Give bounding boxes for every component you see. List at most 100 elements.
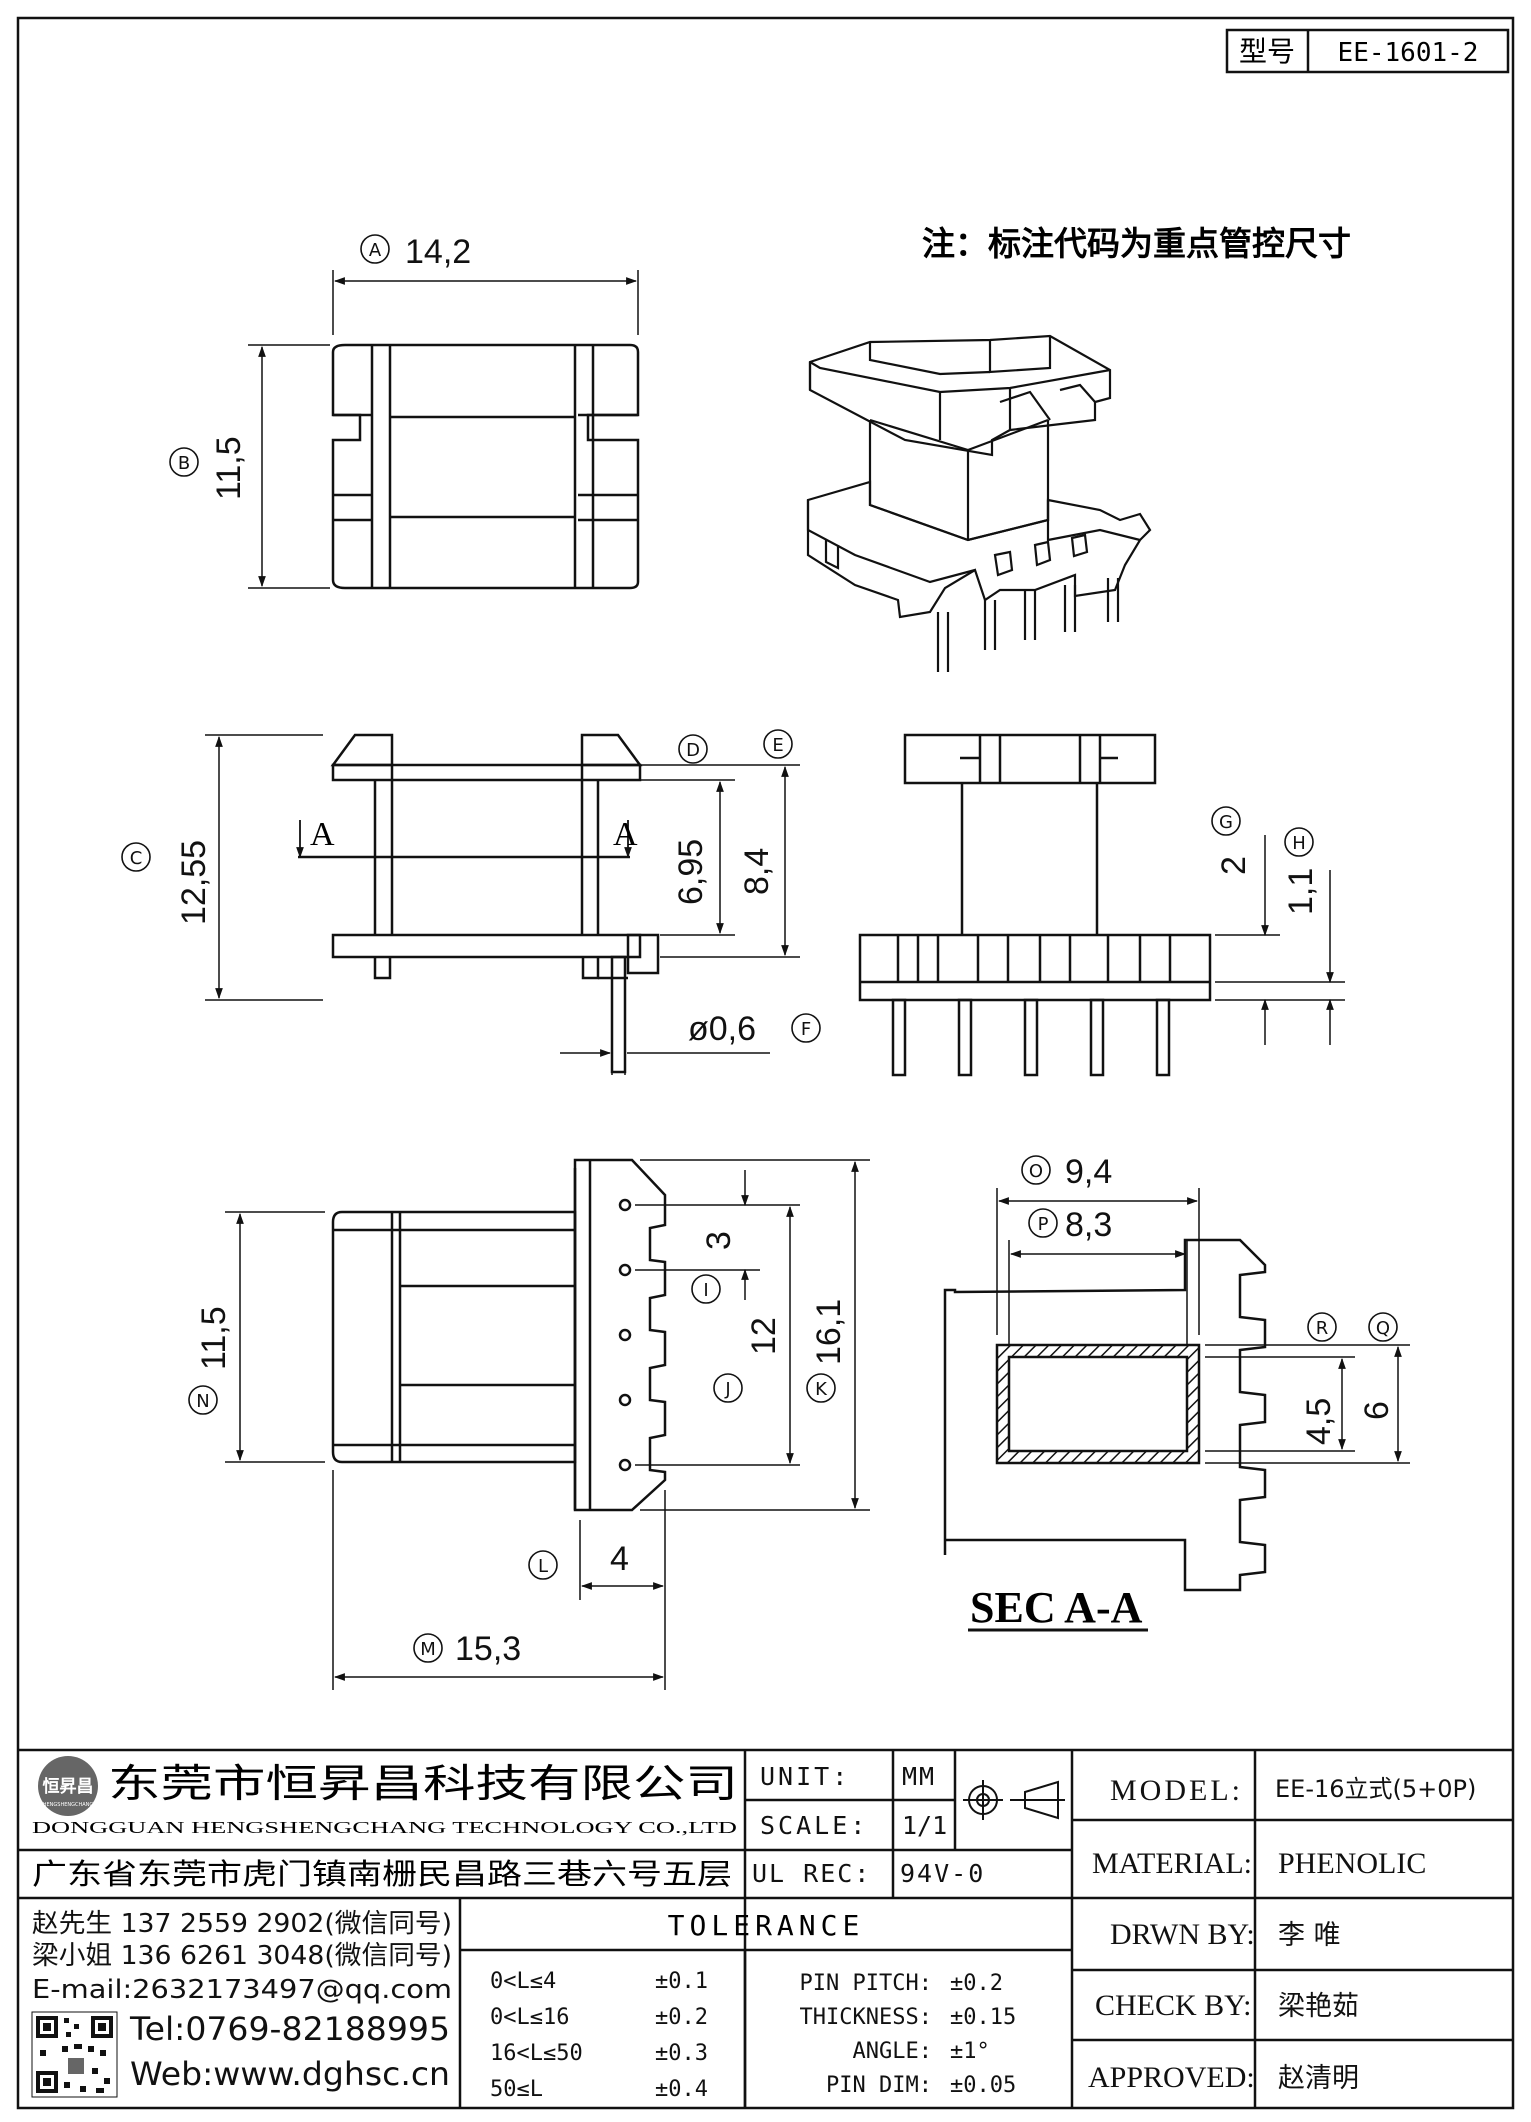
code-j-badge: J xyxy=(713,1373,743,1403)
code-q-badge: Q xyxy=(1368,1312,1398,1342)
svg-text:B: B xyxy=(178,453,190,474)
svg-text:A: A xyxy=(369,240,382,261)
code-o-badge: O xyxy=(1021,1155,1051,1185)
dim-i-value: 3 xyxy=(700,1231,738,1250)
contact-line-1: 赵先生 137 2559 2902(微信同号) xyxy=(32,1909,452,1939)
model-box-label: 型号 xyxy=(1239,35,1295,68)
top-view xyxy=(331,343,640,590)
drawn-by-value: 李 唯 xyxy=(1278,1920,1341,1951)
svg-text:I: I xyxy=(703,1280,708,1301)
qr-code-icon xyxy=(31,2011,118,2098)
tolerance-spec-value: ±0.15 xyxy=(950,2005,1016,2030)
drawn-by-label: DRWN BY: xyxy=(1110,1918,1255,1951)
approved-value: 赵清明 xyxy=(1278,2063,1359,2094)
dim-q-value: 6 xyxy=(1358,1401,1396,1420)
scale-value: 1/1 xyxy=(902,1811,947,1840)
isometric-view xyxy=(806,334,1152,672)
contact-web[interactable]: Web:www.dghsc.cn xyxy=(130,2055,450,2093)
company-name-cn: 东莞市恒昇昌科技有限公司 xyxy=(108,1762,738,1807)
svg-text:C: C xyxy=(130,848,143,869)
projection-symbol xyxy=(963,1780,1065,1820)
svg-text:K: K xyxy=(815,1379,828,1400)
section-title: SEC A-A xyxy=(970,1583,1143,1632)
dim-f-value: ø0,6 xyxy=(688,1010,756,1048)
svg-text:恒昇昌: 恒昇昌 xyxy=(43,1776,94,1797)
code-p-badge: P xyxy=(1028,1208,1058,1238)
section-arrows xyxy=(296,820,632,859)
model-value: EE-16立式(5+0P) xyxy=(1275,1775,1476,1803)
tolerance-range: 50≤L xyxy=(490,2077,543,2102)
tolerance-range: 0<L≤4 xyxy=(490,1969,556,1994)
svg-text:J: J xyxy=(724,1379,730,1400)
dim-c-value: 12,55 xyxy=(175,840,213,925)
dim-lines-A-B xyxy=(248,270,639,589)
tolerance-spec-label: ANGLE: xyxy=(853,2039,932,2064)
code-n-badge: N xyxy=(188,1385,218,1415)
tolerance-title: TOLERANCE xyxy=(668,1909,865,1942)
code-f-badge: F xyxy=(791,1013,821,1043)
code-k-badge: K xyxy=(806,1373,836,1403)
tolerance-range-value: ±0.2 xyxy=(655,2005,708,2030)
dim-g-value: 2 xyxy=(1215,856,1253,875)
code-e-badge: E xyxy=(763,729,793,759)
contact-email[interactable]: E-mail:2632173497@qq.com xyxy=(32,1975,452,2005)
tolerance-spec-value: ±0.2 xyxy=(950,1971,1003,1996)
tolerance-range-value: ±0.3 xyxy=(655,2041,708,2066)
code-r-badge: R xyxy=(1307,1312,1337,1342)
svg-text:M: M xyxy=(420,1639,436,1660)
company-name-en: DONGGUAN HENGSHENGCHANG TECHNOLOGY CO.,L… xyxy=(32,1818,737,1837)
company-logo: 恒昇昌 HENGSHENGCHANG xyxy=(38,1756,98,1816)
code-a-badge: A xyxy=(360,234,390,264)
dim-h-value: 1,1 xyxy=(1282,868,1320,915)
dim-e-value: 8,4 xyxy=(738,848,776,895)
model-number-box: 型号 EE-1601-2 xyxy=(1225,28,1510,74)
code-b-badge: B xyxy=(169,447,199,477)
dim-l-value: 4 xyxy=(610,1540,629,1578)
svg-text:HENGSHENGCHANG: HENGSHENGCHANG xyxy=(43,1802,94,1808)
tolerance-range: 0<L≤16 xyxy=(490,2005,569,2030)
unit-value: MM xyxy=(902,1762,936,1791)
svg-text:Q: Q xyxy=(1376,1318,1390,1339)
front-view xyxy=(298,733,660,1074)
dim-j-value: 12 xyxy=(745,1317,783,1355)
svg-text:O: O xyxy=(1029,1161,1043,1182)
tolerance-spec-label: PIN PITCH: xyxy=(800,1971,932,1996)
scale-label: SCALE: xyxy=(760,1811,868,1840)
tolerance-spec-value: ±1° xyxy=(950,2039,990,2064)
svg-text:L: L xyxy=(538,1556,548,1577)
dim-b-value: 11,5 xyxy=(210,436,248,500)
code-h-badge: H xyxy=(1284,827,1314,857)
dim-a-value: 14,2 xyxy=(405,233,471,271)
material-label: MATERIAL: xyxy=(1092,1847,1252,1880)
unit-label: UNIT: xyxy=(760,1762,850,1791)
side-view xyxy=(858,733,1212,1077)
dim-k-value: 16,1 xyxy=(810,1299,848,1365)
tolerance-spec-label: THICKNESS: xyxy=(800,2005,932,2030)
tolerance-spec-value: ±0.05 xyxy=(950,2073,1016,2098)
svg-text:N: N xyxy=(196,1391,209,1412)
dim-n-value: 11,5 xyxy=(195,1306,233,1370)
code-l-badge: L xyxy=(528,1550,558,1580)
code-d-badge: D xyxy=(678,734,708,764)
dim-lines-G-H xyxy=(1215,835,1345,1045)
tolerance-range: 16<L≤50 xyxy=(490,2041,583,2066)
section-a-a xyxy=(943,1238,1267,1592)
tolerance-range-value: ±0.1 xyxy=(655,1969,708,1994)
svg-text:D: D xyxy=(686,740,700,761)
code-m-badge: M xyxy=(413,1633,443,1663)
company-address: 广东省东莞市虎门镇南栅民昌路三巷六号五层 xyxy=(32,1857,732,1891)
ul-value: 94V-0 xyxy=(900,1859,985,1888)
code-c-badge: C xyxy=(121,842,151,872)
dim-o-value: 9,4 xyxy=(1065,1153,1112,1191)
check-by-value: 梁艳茹 xyxy=(1278,1991,1359,2022)
dim-r-value: 4,5 xyxy=(1300,1398,1338,1445)
svg-text:H: H xyxy=(1292,833,1306,854)
contact-line-2: 梁小姐 136 6261 3048(微信同号) xyxy=(32,1941,452,1971)
section-marker-right: A xyxy=(613,816,638,853)
svg-text:P: P xyxy=(1038,1214,1049,1235)
model-label: MODEL: xyxy=(1110,1774,1243,1807)
tolerance-spec-label: PIN DIM: xyxy=(826,2073,932,2098)
dim-lines-I-J-K-L-M-N xyxy=(225,1159,870,1690)
svg-text:F: F xyxy=(801,1019,811,1040)
svg-text:G: G xyxy=(1219,812,1233,833)
